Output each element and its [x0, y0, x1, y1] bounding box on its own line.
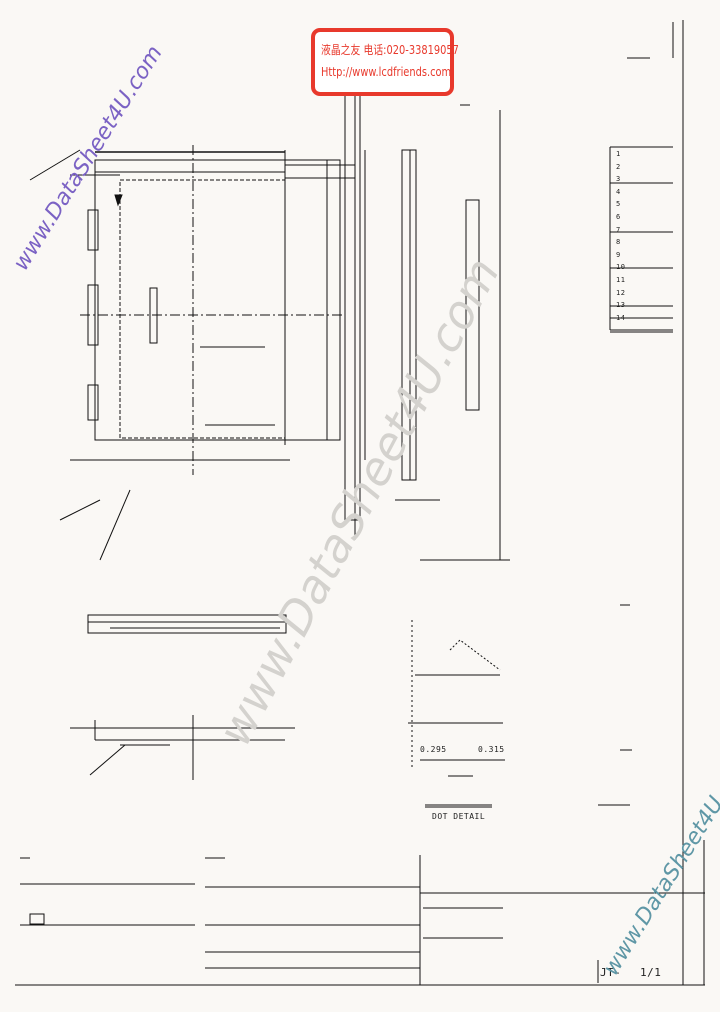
lcdfriends-stamp: 液晶之友 电话:020-33819057 Http://www.lcdfrien… [311, 28, 459, 96]
pin-5: 5 [616, 200, 621, 209]
pin-table [609, 146, 673, 333]
stamp-url-line[interactable]: Http://www.lcdfriends.com [321, 65, 452, 79]
sheet-number: 1/1 [640, 966, 662, 979]
pin-8: 8 [616, 238, 621, 247]
pin-12: 12 [616, 288, 626, 297]
stamp-phone-line: 液晶之友 电话:020-33819057 [321, 43, 459, 57]
pin-13: 13 [616, 301, 626, 310]
pin-11: 11 [616, 275, 626, 284]
front-view [29, 145, 355, 561]
pin-6: 6 [616, 212, 621, 221]
pin-4: 4 [616, 187, 621, 196]
dot-dim-left: 0.295 [420, 745, 447, 754]
pin-7: 7 [616, 225, 621, 234]
dot-dim-right: 0.315 [478, 745, 505, 754]
pin-14: 14 [616, 313, 626, 322]
section-view [70, 614, 295, 780]
pin-9: 9 [616, 250, 621, 259]
pin-table-numbers: 1 2 3 4 5 6 7 8 9 10 11 12 13 14 [616, 148, 625, 324]
dot-detail-drawing [408, 604, 632, 808]
pin-1: 1 [616, 150, 621, 158]
dot-detail-title: DOT DETAIL [432, 812, 486, 821]
title-block [16, 840, 705, 986]
drawing-number-prefix: JT- [600, 966, 622, 979]
pin-3: 3 [616, 175, 621, 184]
pin-10: 10 [616, 263, 626, 272]
pin-2: 2 [616, 162, 621, 171]
